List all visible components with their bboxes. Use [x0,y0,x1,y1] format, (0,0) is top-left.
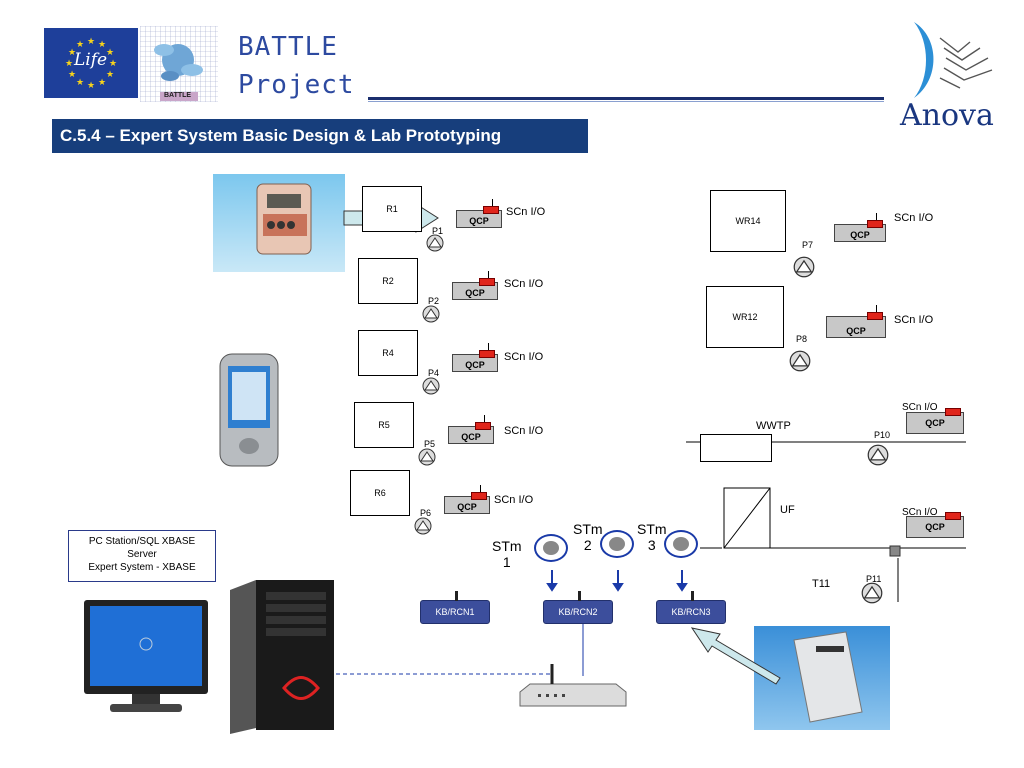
pump-label-p2: P2 [428,296,440,306]
kb-rcn3-unit: KB/RCN3 [656,591,726,624]
svg-text:★: ★ [87,80,95,90]
scn-io-label: SCn I/O [504,351,544,363]
qcp-unit: QCP [826,305,886,338]
scn-io-label: SCn I/O [504,425,544,437]
svg-text:★: ★ [76,77,84,87]
qcp-unit: QCP [906,408,964,434]
qcp-unit: QCP [906,512,964,538]
stm-sensor-icon [664,530,698,558]
pump-label-p8: P8 [796,334,808,344]
project-title: BATTLE Project [238,28,355,104]
project-title-line2: Project [238,70,355,100]
kb-rcn1-unit: KB/RCN1 [420,591,490,624]
t11-label: T11 [812,578,831,590]
router-icon [519,683,627,707]
reservoir-wr14: WR14 [710,190,786,252]
pump-label-p6: P6 [420,508,432,518]
svg-text:★: ★ [87,36,95,46]
qcp-unit: QCP [456,199,502,228]
uf-box [723,487,771,549]
reservoir-r4: R4 [358,330,418,376]
svg-text:★: ★ [98,77,106,87]
header-divider-thin [368,101,884,102]
pump-icon [867,444,889,466]
scn-io-label: SCn I/O [894,314,934,326]
header-divider [368,97,884,100]
project-title-line1: BATTLE [238,32,338,62]
anova-logo-icon [900,18,1000,102]
scn-io-label: SCn I/O [902,402,938,413]
scn-io-label: SCn I/O [894,212,934,224]
pc-station-label: PC Station/SQL XBASE Server Expert Syste… [68,530,216,582]
pump-label-p10: P10 [874,430,891,440]
scn-io-label: SCn I/O [494,494,534,506]
pump-label-p5: P5 [424,439,436,449]
wwtp-label: WWTP [756,420,791,432]
life-logo-text: Life [74,50,108,70]
pc-tower-photo [226,578,338,734]
stm-sensor-icon [534,534,568,562]
pump-icon [426,234,444,252]
pda-device-photo [214,350,284,470]
qcp-unit: QCP [834,213,886,242]
arrow-receiver-device [690,627,781,685]
pump-icon [793,256,815,278]
pump-icon [418,448,436,466]
pump-label-p1: P1 [432,226,444,236]
eu-stars-icon: ★★★ ★★★ ★★★ ★★★ [65,36,117,90]
scn-io-label: SCn I/O [506,206,546,218]
kb-rcn2-unit: KB/RCN2 [543,591,613,624]
section-title: C.5.4 – Expert System Basic Design & Lab… [52,119,588,153]
reservoir-r1: R1 [362,186,422,232]
reservoir-wr12: WR12 [706,286,784,348]
scn-io-label: SCn I/O [902,507,938,518]
pump-icon [414,517,432,535]
pump-label-p4: P4 [428,368,440,378]
anova-logo-text: Anova [900,98,994,133]
pump-icon [861,582,883,604]
svg-text:★: ★ [106,47,114,57]
svg-text:★: ★ [109,58,117,68]
battle-logo-text: BATTLE [164,92,192,99]
reservoir-r5: R5 [354,402,414,448]
stm-sensor-icon [600,530,634,558]
scn-io-label: SCn I/O [504,278,544,290]
qcp-unit: QCP [448,415,494,444]
battle-logo: BATTLE [140,26,218,102]
reservoir-r2: R2 [358,258,418,304]
receiver-device-photo [754,626,890,730]
reservoir-r6: R6 [350,470,410,516]
svg-text:★: ★ [68,69,76,79]
qcp-unit: QCP [444,485,490,514]
pump-icon [422,377,440,395]
pump-label-p11: P11 [866,574,882,584]
qcp-device-photo [213,174,345,272]
pump-icon [789,350,811,372]
pump-label-p7: P7 [802,240,814,250]
svg-text:★: ★ [98,39,106,49]
pump-icon [422,305,440,323]
svg-text:★: ★ [65,58,73,68]
svg-text:★: ★ [106,69,114,79]
qcp-unit: QCP [452,343,498,372]
qcp-unit: QCP [452,271,498,300]
uf-label: UF [780,504,795,516]
svg-text:★: ★ [68,47,76,57]
svg-text:★: ★ [76,39,84,49]
monitor-photo [76,596,216,722]
eu-life-logo: ★★★ ★★★ ★★★ ★★★ Life [44,28,138,98]
wwtp-box [700,434,772,462]
